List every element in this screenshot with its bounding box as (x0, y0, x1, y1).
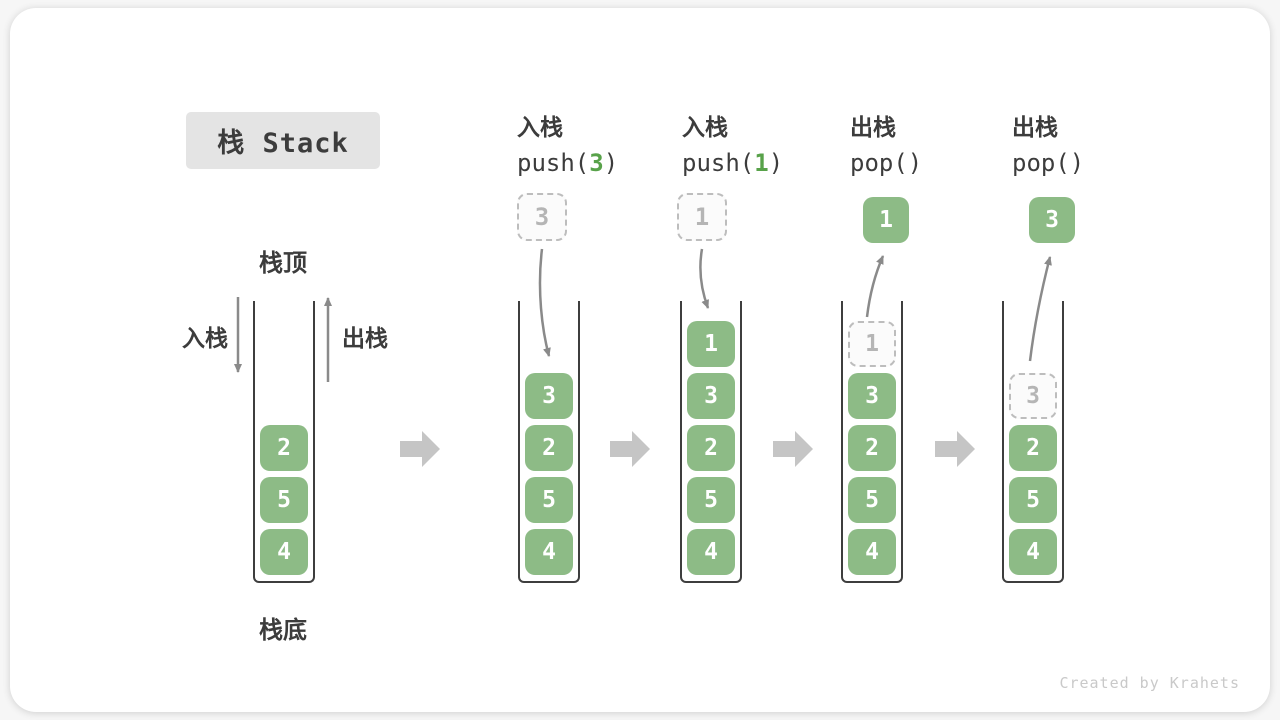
stack-item: 2 (848, 425, 896, 471)
code-pre: push( (517, 149, 590, 177)
stack-item: 4 (1009, 529, 1057, 575)
op-cn-label: 出栈 (1012, 114, 1058, 140)
stack-item: 3 (525, 373, 573, 419)
stack-item: 5 (1009, 477, 1057, 523)
stack-item: 5 (260, 477, 308, 523)
title-box: 栈 Stack (186, 112, 380, 169)
code-arg: 1 (754, 149, 769, 177)
stack-item: 3 (687, 373, 735, 419)
watermark: Created by Krahets (1059, 674, 1240, 692)
stack-top-label: 栈顶 (259, 250, 307, 277)
op-cn-label: 出栈 (850, 114, 896, 140)
op-cn-label: 入栈 (682, 114, 728, 140)
op-label-pop-1: 出栈 pop() (850, 108, 922, 177)
op-label-push-1: 入栈 push(1) (682, 108, 783, 177)
popped-value-box: 3 (1029, 197, 1075, 243)
op-code-label: push(1) (682, 149, 783, 177)
pop-side-label: 出栈 (342, 325, 388, 351)
code-post: ) (768, 149, 784, 177)
stack-item: 2 (260, 425, 308, 471)
code-post: ) (1069, 149, 1085, 177)
stack-item: 4 (848, 529, 896, 575)
op-code-label: pop() (850, 149, 922, 177)
stack-item: 4 (525, 529, 573, 575)
stack-item: 2 (525, 425, 573, 471)
stack-item: 5 (525, 477, 573, 523)
popped-value-box: 1 (863, 197, 909, 243)
code-pre: push( (682, 149, 755, 177)
stack-item: 4 (260, 529, 308, 575)
stack-item: 5 (687, 477, 735, 523)
push-side-label: 入栈 (182, 325, 228, 351)
stack-item: 1 (687, 321, 735, 367)
pending-push-box: 1 (677, 193, 727, 241)
op-label-pop-2: 出栈 pop() (1012, 108, 1084, 177)
code-post: ) (907, 149, 923, 177)
ghost-slot: 3 (1009, 373, 1057, 419)
code-arg: 3 (589, 149, 604, 177)
stack-item: 4 (687, 529, 735, 575)
code-pre: pop( (1012, 149, 1070, 177)
stack-item: 2 (1009, 425, 1057, 471)
op-code-label: push(3) (517, 149, 618, 177)
code-post: ) (603, 149, 619, 177)
op-label-push-3: 入栈 push(3) (517, 108, 618, 177)
op-code-label: pop() (1012, 149, 1084, 177)
code-pre: pop( (850, 149, 908, 177)
stack-item: 5 (848, 477, 896, 523)
pending-push-box: 3 (517, 193, 567, 241)
ghost-slot: 1 (848, 321, 896, 367)
stack-bottom-label: 栈底 (259, 617, 307, 644)
stack-item: 3 (848, 373, 896, 419)
diagram-title: 栈 Stack (217, 128, 349, 159)
stack-item: 2 (687, 425, 735, 471)
op-cn-label: 入栈 (517, 114, 563, 140)
